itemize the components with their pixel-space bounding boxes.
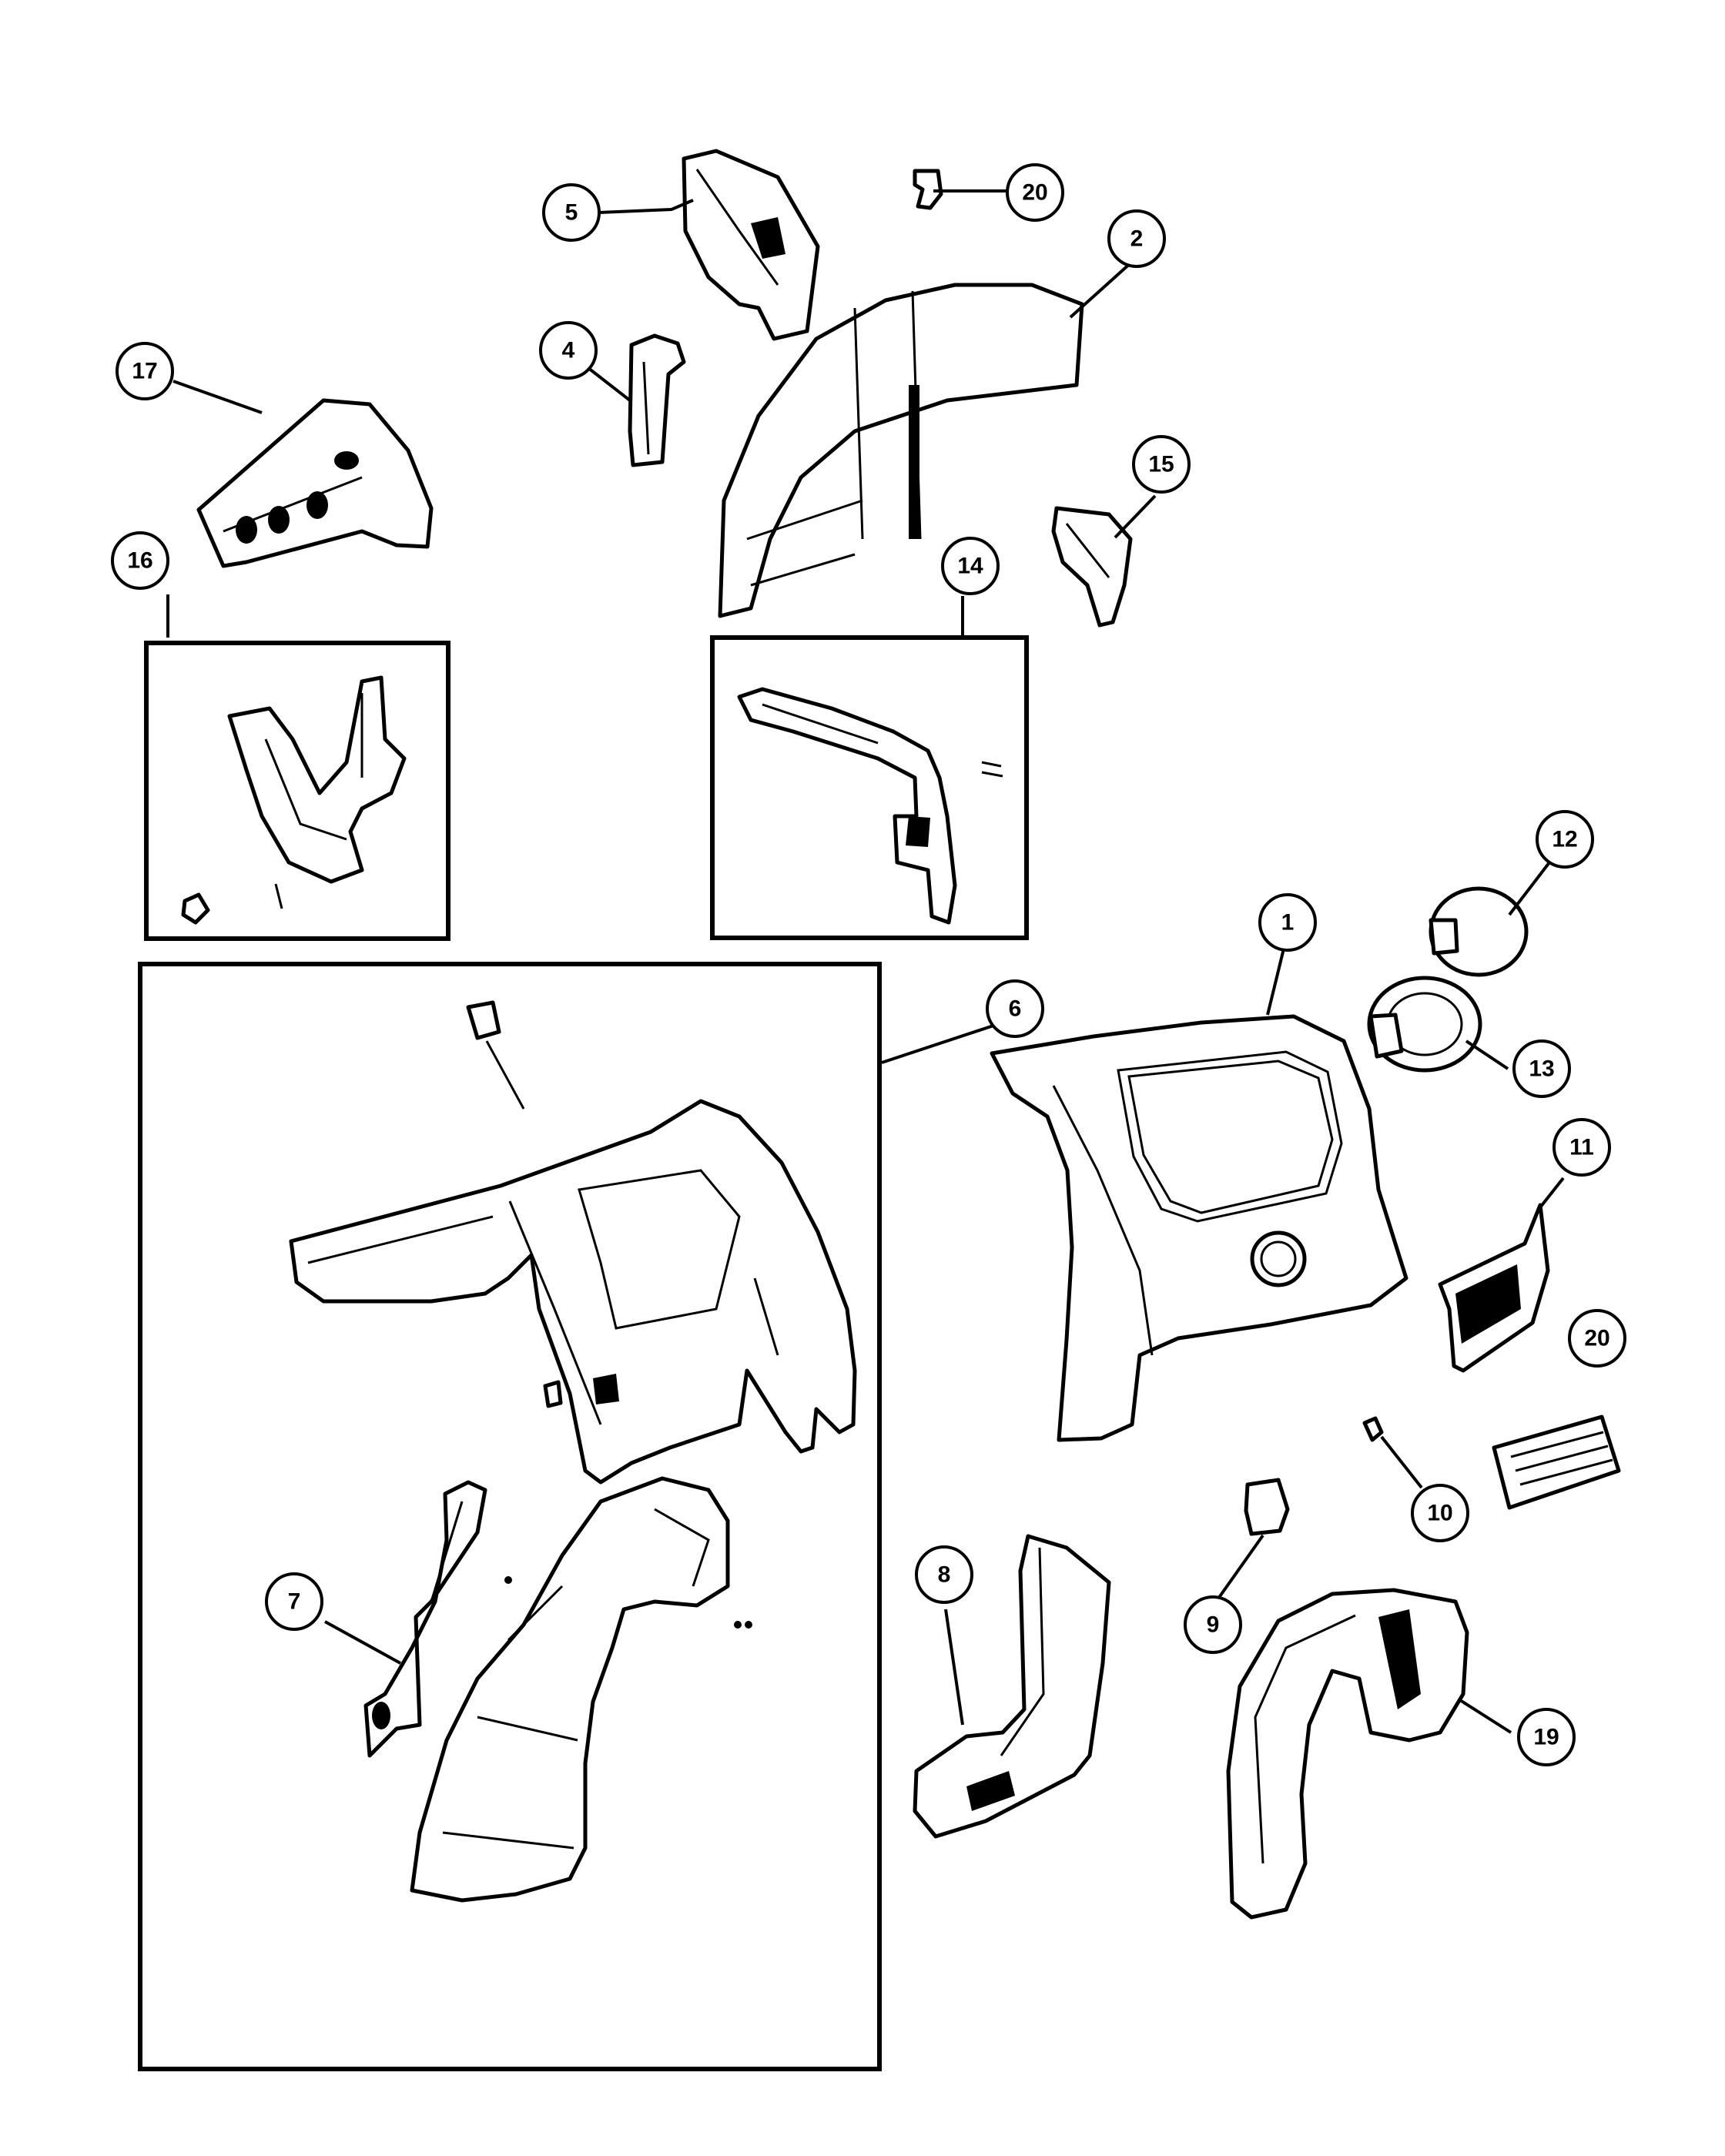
callout-14-label: 14 [957, 554, 983, 579]
callout-14: 14 [941, 537, 1000, 595]
callout-20-label: 20 [1584, 1326, 1609, 1351]
callout-13: 13 [1512, 1040, 1571, 1098]
callout-8: 8 [915, 1545, 973, 1604]
detail-box-14 [710, 635, 1029, 940]
part-12-fuel-door [1429, 886, 1529, 977]
callout-9: 9 [1184, 1595, 1242, 1654]
callout-7: 7 [265, 1572, 323, 1631]
callout-11-label: 11 [1569, 1135, 1594, 1160]
part-7-pillar-reinforcement [363, 1480, 487, 1758]
part-4-bracket [628, 333, 686, 467]
part-20-vent-grille [1492, 1414, 1621, 1510]
part-13-fuel-housing [1367, 976, 1482, 1073]
part-9-bracket [1244, 1478, 1290, 1536]
callout-16-label: 16 [127, 548, 152, 574]
callout-5-label: 5 [565, 200, 578, 226]
callout-6-label: 6 [1009, 996, 1022, 1022]
callout-4-label: 4 [562, 338, 575, 363]
detail-box-6 [138, 962, 882, 2071]
callout-20: 20 [1568, 1309, 1626, 1368]
part-15-panel [1051, 506, 1133, 628]
part-6-quarter-inner [289, 1000, 857, 1485]
callout-9-label: 9 [1207, 1612, 1220, 1638]
callout-7-label: 7 [288, 1589, 301, 1615]
callout-8-label: 8 [938, 1562, 951, 1588]
callout-17: 17 [116, 342, 174, 400]
part-10-fastener [1362, 1416, 1384, 1442]
callout-19: 19 [1517, 1708, 1576, 1766]
part-11-duct [1438, 1203, 1550, 1373]
leader-lines [166, 189, 1565, 1734]
part-2-wheelhouse-outer [718, 283, 1084, 618]
callout-18: 20 [1006, 163, 1064, 222]
callout-5: 5 [542, 183, 601, 242]
callout-16: 16 [111, 531, 169, 590]
callout-11: 11 [1552, 1118, 1611, 1177]
callout-10-label: 10 [1427, 1501, 1452, 1526]
callout-10: 10 [1411, 1484, 1469, 1542]
part-14-roof-rail [737, 687, 1003, 925]
part-17-cross-member [196, 398, 434, 568]
callout-12: 12 [1536, 810, 1594, 869]
part-5-pillar-reinforcement [682, 149, 820, 341]
callout-2-label: 2 [1130, 226, 1144, 252]
part-6-wheelhouse-inner [410, 1476, 752, 1903]
callout-18-label: 20 [1022, 180, 1047, 206]
callout-2: 2 [1107, 209, 1166, 268]
part-18-clip [913, 169, 943, 210]
callout-13-label: 13 [1529, 1056, 1554, 1082]
part-16-pillar-inner [181, 675, 407, 925]
callout-15-label: 15 [1148, 452, 1174, 477]
callout-6: 6 [986, 979, 1044, 1038]
part-8-inner-lower-panel [913, 1534, 1111, 1839]
callout-15: 15 [1132, 435, 1191, 494]
callout-12-label: 12 [1552, 827, 1577, 852]
part-1-quarter-panel [990, 1014, 1408, 1442]
callout-17-label: 17 [132, 359, 157, 384]
callout-1: 1 [1258, 893, 1317, 952]
callout-4: 4 [539, 321, 598, 380]
detail-box-16 [144, 641, 451, 941]
callout-19-label: 19 [1533, 1725, 1559, 1750]
callout-1-label: 1 [1281, 910, 1295, 936]
part-19-wheelhouse-liner [1226, 1588, 1469, 1920]
